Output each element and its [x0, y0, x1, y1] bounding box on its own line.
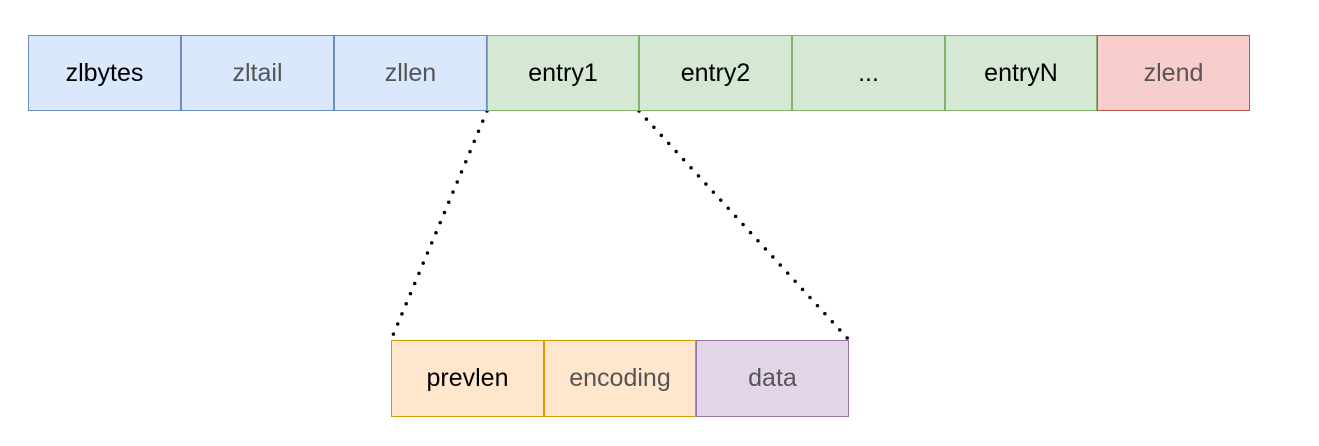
entryN-field: entryN: [945, 35, 1097, 111]
encoding-label: encoding: [569, 364, 671, 392]
entries-ellipsis-field: ...: [792, 35, 945, 111]
prevlen-label: prevlen: [426, 364, 509, 392]
data-field: data: [696, 340, 849, 417]
left-dotted-connector: [389, 109, 489, 342]
entry2-label: entry2: [680, 58, 751, 87]
entries-ellipsis-label: ...: [858, 58, 879, 87]
zlend-field: zlend: [1097, 35, 1250, 111]
zllen-field: zllen: [334, 35, 487, 111]
zlend-label: zlend: [1143, 58, 1204, 87]
zllen-label: zllen: [384, 58, 437, 87]
entryN-label: entryN: [984, 58, 1058, 87]
entry2-field: entry2: [639, 35, 792, 111]
prevlen-field: prevlen: [391, 340, 544, 417]
zltail-field: zltail: [181, 35, 334, 111]
right-dotted-connector: [637, 109, 851, 342]
zlbytes-label: zlbytes: [65, 58, 144, 87]
zlbytes-field: zlbytes: [28, 35, 181, 111]
data-label: data: [748, 364, 797, 392]
entry1-label: entry1: [528, 58, 598, 87]
encoding-field: encoding: [544, 340, 696, 417]
zltail-label: zltail: [232, 58, 283, 87]
entry1-field: entry1: [487, 35, 639, 111]
